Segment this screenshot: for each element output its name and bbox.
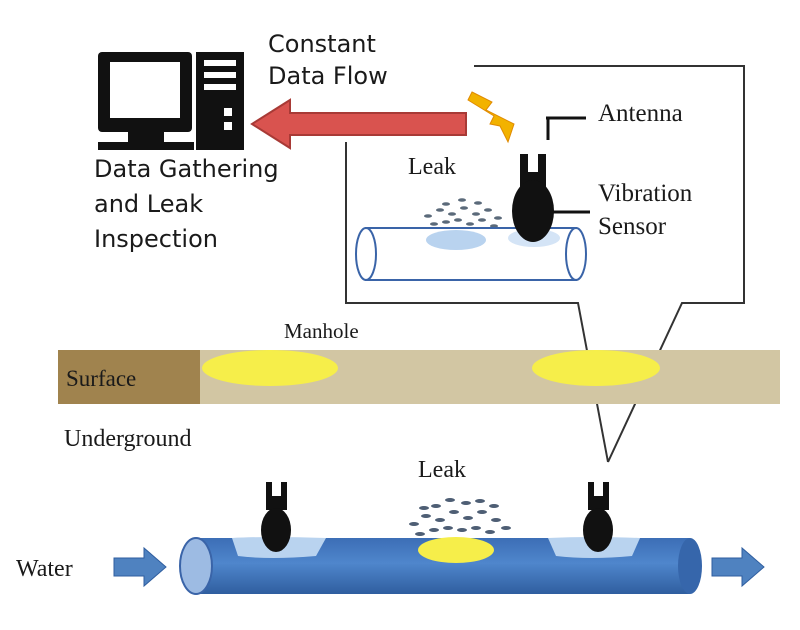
vibration-sensor-left-icon bbox=[261, 482, 291, 552]
data-flow-arrow bbox=[250, 98, 467, 150]
vibration-sensor-right-icon bbox=[583, 482, 613, 552]
water-out-arrow bbox=[711, 546, 765, 588]
vibration-sensor-icon bbox=[512, 154, 554, 242]
vibration-sensor-label-line2: Sensor bbox=[598, 213, 667, 240]
data-gathering-label-line3: Inspection bbox=[94, 225, 218, 253]
computer-icon bbox=[98, 52, 244, 150]
data-gathering-label-line1: Data Gathering bbox=[94, 155, 279, 183]
data-gathering-label-line2: and Leak bbox=[94, 190, 204, 218]
manhole-left bbox=[202, 350, 338, 386]
underground-label: Underground bbox=[64, 426, 192, 452]
inset-pipe bbox=[355, 227, 587, 281]
inset-leak-label: Leak bbox=[408, 154, 456, 180]
water-label: Water bbox=[16, 556, 73, 582]
main-leak-label: Leak bbox=[418, 457, 466, 483]
antenna-label: Antenna bbox=[598, 100, 683, 127]
lightning-icon bbox=[467, 91, 515, 144]
surface-label: Surface bbox=[66, 366, 137, 391]
leak-spray-main-icon bbox=[409, 498, 511, 536]
vibration-sensor-label-line1: Vibration bbox=[598, 180, 693, 207]
manhole-label: Manhole bbox=[284, 319, 359, 343]
main-pipe bbox=[179, 537, 702, 595]
manhole-right bbox=[532, 350, 660, 386]
surface-band bbox=[58, 350, 780, 404]
leak-spray-icon bbox=[424, 198, 502, 228]
water-in-arrow bbox=[113, 546, 167, 588]
constant-data-flow-label-line1: Constant bbox=[268, 30, 376, 58]
constant-data-flow-label-line2: Data Flow bbox=[268, 62, 388, 90]
leak-spot bbox=[418, 537, 494, 563]
